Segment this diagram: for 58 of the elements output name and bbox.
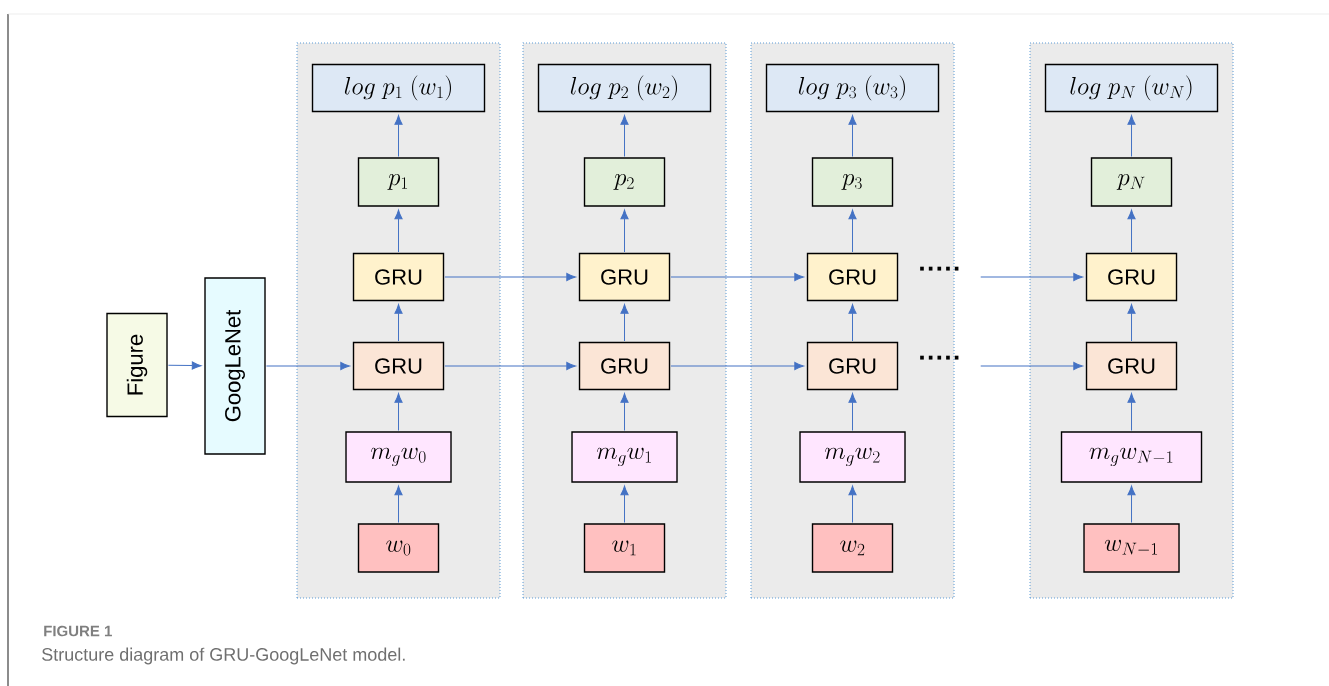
arrow [394,304,403,342]
process-box: GRU [806,252,899,302]
ellipsis-dots: ····· [920,355,959,360]
arrow [167,361,202,370]
process-box: $w_{0}$ [357,523,440,573]
arrow [1127,393,1136,432]
process-box: $p_{1}$ [357,157,440,207]
process-box: $log\ p_{N}\ (w_{N})$ [1044,63,1219,113]
process-box: $m_{g}w_{N-1}$ [1060,431,1203,483]
arrow [394,209,403,253]
process-box: $w_{2}$ [811,523,894,573]
arrow [394,115,403,158]
arrow [848,485,857,524]
process-box: GRU [352,252,445,302]
process-box: $p_{2}$ [583,157,666,207]
process-box: $m_{g}w_{1}$ [571,431,678,483]
process-box: $w_{1}$ [583,523,666,573]
arrow [394,485,403,524]
arrow [620,485,629,524]
caption: Structure diagram of GRU-GoogLeNet model. [42,647,405,665]
process-box: GRU [578,341,671,391]
arrow [848,115,857,158]
arrow [620,209,629,253]
process-box: GRU [1085,252,1178,302]
process-box: GRU [578,252,671,302]
ellipsis-dots: ····· [920,266,959,271]
process-box: GoogLeNet [204,277,266,455]
figure-number: FIGURE 1 [44,625,112,637]
process-box: $p_{N}$ [1090,157,1173,207]
process-box: $w_{N-1}$ [1083,523,1180,573]
arrow [444,361,576,371]
arrow [444,272,576,282]
arrow [1127,485,1136,524]
process-box: GRU [352,341,445,391]
process-box: $m_{g}w_{0}$ [345,431,452,483]
arrow [670,272,804,282]
arrow [620,304,629,342]
process-box: $log\ p_{1}\ (w_{1})$ [311,63,486,113]
arrow [848,304,857,342]
arrow [848,209,857,253]
arrow [265,361,350,371]
process-box: $log\ p_{2}\ (w_{2})$ [537,63,712,113]
arrow [1127,304,1136,342]
process-box: GRU [806,341,899,391]
arrow [394,393,403,432]
process-box: Figure [106,312,168,418]
process-box: $m_{g}w_{2}$ [799,431,906,483]
arrow [1127,209,1136,253]
arrow [980,272,1083,282]
process-box: $log\ p_{3}\ (w_{3})$ [765,63,940,113]
arrow [620,393,629,432]
arrow [670,361,804,371]
process-box: $p_{3}$ [811,157,894,207]
process-box: GRU [1085,341,1178,391]
arrow [1127,115,1136,158]
arrow [848,393,857,432]
arrow [620,115,629,158]
arrow [980,361,1083,371]
